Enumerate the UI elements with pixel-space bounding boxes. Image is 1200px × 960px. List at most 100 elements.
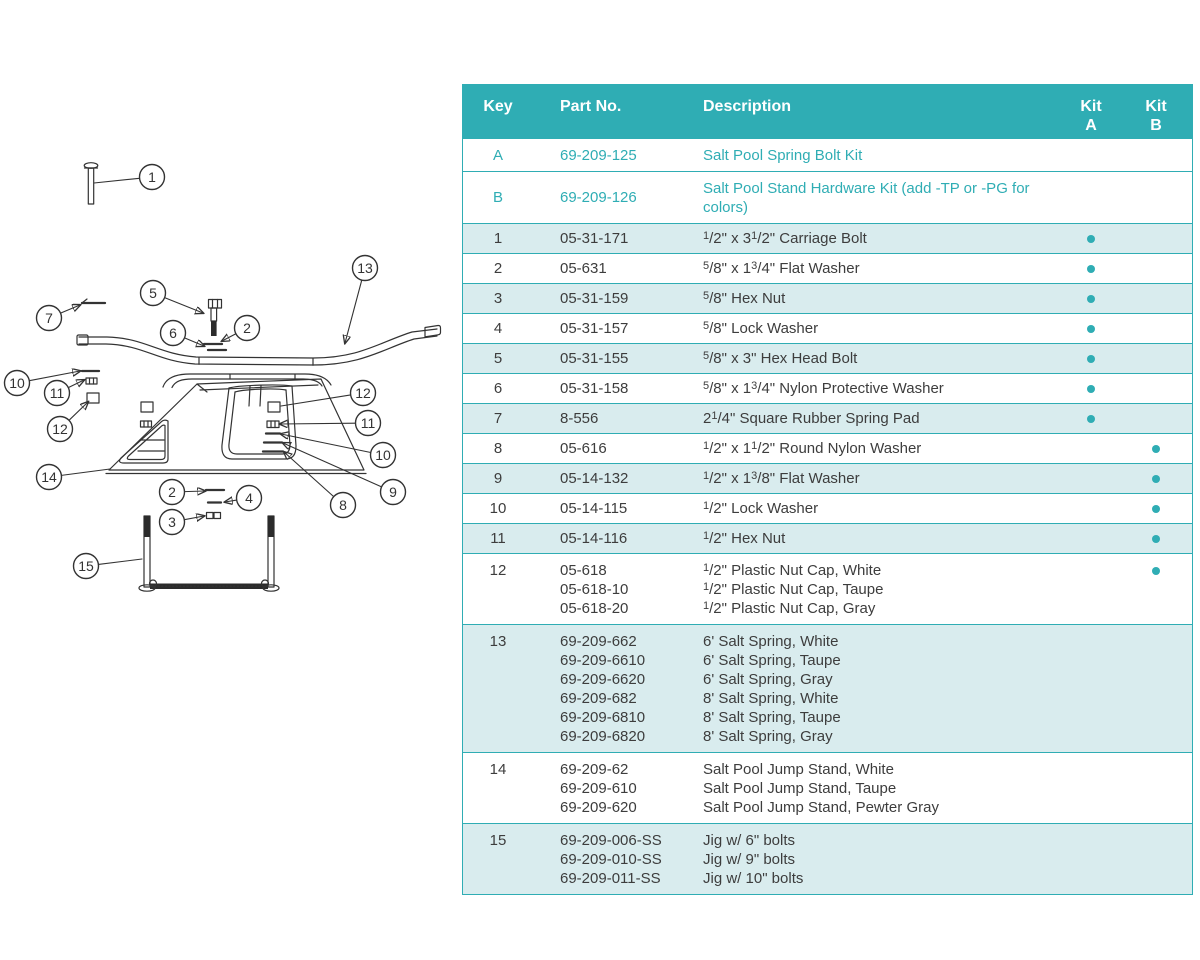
callout-number: 2 <box>243 320 251 336</box>
callout-number: 15 <box>78 558 94 574</box>
row-key: 6 <box>493 380 503 397</box>
row-descriptions: 1/2" x 11/2" Round Nylon Washer <box>676 439 1061 458</box>
hardware-stack-center-pocket <box>261 401 285 453</box>
header-key: Key <box>483 98 513 115</box>
part-number: 69-209-6620 <box>560 670 646 688</box>
part-number: 69-209-682 <box>560 689 637 707</box>
floating-hardware-left <box>80 369 101 404</box>
part-number: 69-209-126 <box>560 189 637 206</box>
callout-leader-line <box>280 394 352 407</box>
row-key: 10 <box>489 500 507 517</box>
callout-11: 11 <box>280 409 382 437</box>
callout-number: 13 <box>357 260 373 276</box>
part-number: 69-209-662 <box>560 632 637 650</box>
kit-a-dot <box>1087 264 1095 273</box>
callout-2: 2 <box>222 314 261 342</box>
callout-leader-line <box>164 297 203 313</box>
part-number: 69-209-620 <box>560 798 637 816</box>
description: Salt Pool Jump Stand, White <box>703 760 894 778</box>
row-key: B <box>492 189 503 206</box>
row-part-numbers: 8-556 <box>533 409 676 428</box>
part-number: 05-618-20 <box>560 599 629 617</box>
loose-washers-and-nuts <box>204 488 226 520</box>
description: 1/2" Plastic Nut Cap, Taupe <box>703 580 884 598</box>
kit-b-cell <box>1121 534 1191 543</box>
callout-leader-line <box>183 491 205 492</box>
row-key: 15 <box>489 831 507 849</box>
callout-leader-line <box>59 305 80 314</box>
callout-circle <box>43 379 71 407</box>
callout-number: 10 <box>375 447 391 463</box>
description: 8' Salt Spring, Gray <box>703 727 833 745</box>
callout-leader-line <box>68 402 88 421</box>
description: 8' Salt Spring, Taupe <box>703 708 841 726</box>
description: Jig w/ 6" bolts <box>703 831 796 849</box>
row-part-numbers: 05-616 <box>533 439 676 458</box>
callout-number: 1 <box>148 169 156 185</box>
row-key: 12 <box>489 561 507 579</box>
description: Salt Pool Jump Stand, Taupe <box>703 779 897 797</box>
callout-10: 10 <box>3 371 81 397</box>
callout-number: 4 <box>245 490 253 506</box>
kit-b-cell <box>1121 444 1191 453</box>
callout-leader-line <box>345 279 363 343</box>
row-part-numbers: 05-31-157 <box>533 319 676 338</box>
row-descriptions: 1/2" x 13/8" Flat Washer <box>676 469 1061 488</box>
description: Salt Pool Jump Stand, Pewter Gray <box>703 798 939 816</box>
callout-number: 12 <box>355 385 371 401</box>
description: 5/8" Lock Washer <box>703 320 819 337</box>
callout-number: 14 <box>41 469 57 485</box>
callout-leader-line <box>93 177 141 184</box>
description: 1/2" x 31/2" Carriage Bolt <box>703 230 867 247</box>
callout-circle <box>349 379 377 407</box>
description: 5/8" x 3" Hex Head Bolt <box>703 350 858 367</box>
description: 1/2" x 11/2" Round Nylon Washer <box>703 440 922 457</box>
callout-leader-line <box>284 452 335 498</box>
part-number: 69-209-006-SS <box>560 831 662 849</box>
callout-leader-line <box>60 468 111 476</box>
description: Jig w/ 10" bolts <box>703 869 804 887</box>
row-descriptions: 21/4" Square Rubber Spring Pad <box>676 409 1061 428</box>
description: 1/2" Hex Nut <box>703 530 786 547</box>
callout-number: 10 <box>9 375 25 391</box>
kit-b-dot <box>1152 566 1160 575</box>
header-kit-a-line2: A <box>1085 117 1097 134</box>
kit-b-dot <box>1152 534 1160 543</box>
kit-a-cell <box>1061 234 1121 243</box>
callout-2: 2 <box>158 478 206 506</box>
row-key: 1 <box>493 230 503 247</box>
row-part-numbers: 05-31-155 <box>533 349 676 368</box>
table-row: 4 05-31-157 5/8" Lock Washer <box>463 313 1192 343</box>
callout-1: 1 <box>93 163 166 191</box>
part-number: 05-14-116 <box>560 530 628 547</box>
part-number: 05-14-132 <box>560 470 629 487</box>
callout-leader-line <box>281 434 372 454</box>
callout-circle <box>158 478 186 506</box>
row-part-numbers: 69-209-126 <box>533 188 676 207</box>
description: 6' Salt Spring, Taupe <box>703 651 841 669</box>
callout-circle <box>46 415 74 443</box>
row-key: 4 <box>493 320 503 337</box>
description: 1/2" x 13/8" Flat Washer <box>703 470 860 487</box>
kit-a-dot <box>1087 294 1095 303</box>
description: 6' Salt Spring, Gray <box>703 670 833 688</box>
callout-circle <box>233 314 261 342</box>
callout-number: 6 <box>169 325 177 341</box>
row-part-numbers: 05-31-158 <box>533 379 676 398</box>
row-key: 3 <box>493 290 503 307</box>
kit-b-cell <box>1121 561 1191 575</box>
stand-top-plate <box>162 373 332 389</box>
kit-b-cell <box>1121 504 1191 513</box>
